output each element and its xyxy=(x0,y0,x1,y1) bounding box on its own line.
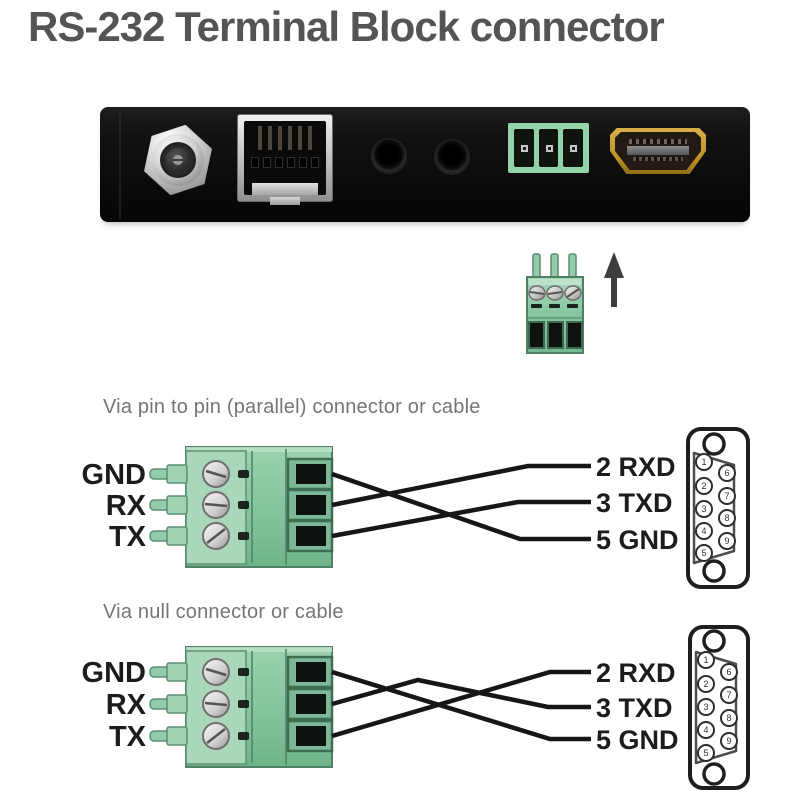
hdmi-pins-top xyxy=(629,139,687,144)
db9-label-3txd: 3 TXD xyxy=(596,488,673,518)
plug-pin xyxy=(532,253,541,279)
db9-pins: 1 2 3 4 5 6 7 8 9 xyxy=(697,651,738,762)
hdmi-tongue xyxy=(627,146,689,155)
plug-pin xyxy=(550,253,559,279)
socket-pin xyxy=(570,145,578,152)
section-heading-parallel: Via pin to pin (parallel) connector or c… xyxy=(103,396,481,418)
hdmi-pins-bottom xyxy=(633,157,683,161)
db9-screw-hole xyxy=(702,762,726,786)
db9-connector: 1 2 3 4 5 6 7 8 9 xyxy=(688,625,750,790)
terminal-block-side-view xyxy=(149,446,334,568)
wire-tx-to-2rxd xyxy=(331,669,591,739)
audio-jack-left xyxy=(371,138,407,174)
socket-opening xyxy=(514,129,534,167)
rj45-contacts xyxy=(258,126,312,150)
terminal-block-plug-callout xyxy=(526,252,624,354)
db9-label-3txd: 3 TXD xyxy=(596,693,673,723)
signal-label-rx: RX xyxy=(106,689,147,721)
db9-pin-number: 5 xyxy=(701,548,706,558)
socket-opening xyxy=(538,129,559,167)
wiring-diagram-null: GND RX TX 2 RXD 3 TXD 5 GND 1 2 3 4 5 6 … xyxy=(82,625,750,790)
wire-tx-to-3txd xyxy=(331,499,591,539)
socket-pin xyxy=(520,145,528,152)
db9-screw-hole xyxy=(702,432,726,456)
rj45-cavity xyxy=(244,121,326,195)
rj45-port xyxy=(237,114,333,205)
wires-parallel xyxy=(331,463,591,542)
db9-connector: 1 2 3 4 5 6 7 8 9 xyxy=(686,427,750,589)
db9-pin-number: 8 xyxy=(726,713,731,723)
hdmi-port xyxy=(610,128,706,174)
db9-pin-number: 7 xyxy=(724,491,729,501)
socket-pin xyxy=(545,145,553,152)
db9-pin-number: 6 xyxy=(726,667,731,677)
wiring-diagram-parallel: GND RX TX 2 RXD 3 TXD 5 GND 1 2 3 4 5 6 … xyxy=(82,427,750,589)
db9-pin-number: 6 xyxy=(724,468,729,478)
rj45-holes xyxy=(244,157,326,168)
audio-jack-right xyxy=(434,139,470,175)
db9-pin-number: 7 xyxy=(726,690,731,700)
wire-gnd-to-5gnd xyxy=(331,669,591,742)
db9-screw-hole xyxy=(702,629,726,653)
hdmi-cavity xyxy=(615,132,701,170)
terminal-block-side-view xyxy=(149,646,334,768)
signal-label-tx: TX xyxy=(109,521,147,553)
db9-pins: 1 2 3 4 5 6 7 8 9 xyxy=(695,453,736,562)
db9-pin-number: 9 xyxy=(724,536,729,546)
dc-jack-slot xyxy=(172,159,184,161)
db9-pin-number: 4 xyxy=(701,526,706,536)
signal-label-rx: RX xyxy=(106,490,147,522)
wire-rx-to-2rxd xyxy=(331,463,591,508)
signal-label-gnd: GND xyxy=(82,657,146,689)
db9-pin-number: 2 xyxy=(701,481,706,491)
signal-label-gnd: GND xyxy=(82,459,146,491)
rj45-latch-slot xyxy=(270,197,300,205)
device-rear-panel xyxy=(100,107,750,222)
plug-opening xyxy=(528,321,545,349)
db9-pin-number: 3 xyxy=(701,504,706,514)
rj45-bottom-rail xyxy=(252,183,318,195)
db9-screw-hole xyxy=(702,559,726,583)
terminal-block-socket xyxy=(508,123,589,173)
terminal-block-plug xyxy=(526,253,584,354)
plug-top-face xyxy=(529,279,581,285)
panel-edge xyxy=(119,109,121,220)
socket-opening xyxy=(563,129,584,167)
db9-label-5gnd: 5 GND xyxy=(596,525,679,555)
db9-pin-number: 1 xyxy=(703,655,708,665)
db9-pin-number: 3 xyxy=(703,702,708,712)
db9-label-2rxd: 2 RXD xyxy=(596,658,676,688)
db9-pin-number: 2 xyxy=(703,679,708,689)
dc-power-jack xyxy=(142,124,214,196)
wires-null xyxy=(331,669,591,742)
plug-pin xyxy=(568,253,577,279)
plug-opening xyxy=(566,321,583,349)
section-heading-null: Via null connector or cable xyxy=(103,601,344,623)
db9-label-2rxd: 2 RXD xyxy=(596,452,676,482)
db9-pin-number: 8 xyxy=(724,513,729,523)
up-arrow-icon xyxy=(604,252,624,307)
wire-gnd-to-5gnd xyxy=(331,471,591,542)
plug-opening xyxy=(547,321,564,349)
db9-pin-number: 5 xyxy=(703,748,708,758)
signal-label-tx: TX xyxy=(109,721,147,753)
db9-pin-number: 1 xyxy=(701,457,706,467)
db9-pin-number: 4 xyxy=(703,725,708,735)
db9-label-5gnd: 5 GND xyxy=(596,725,679,755)
db9-pin-number: 9 xyxy=(726,736,731,746)
page-title: RS-232 Terminal Block connector xyxy=(28,3,665,50)
